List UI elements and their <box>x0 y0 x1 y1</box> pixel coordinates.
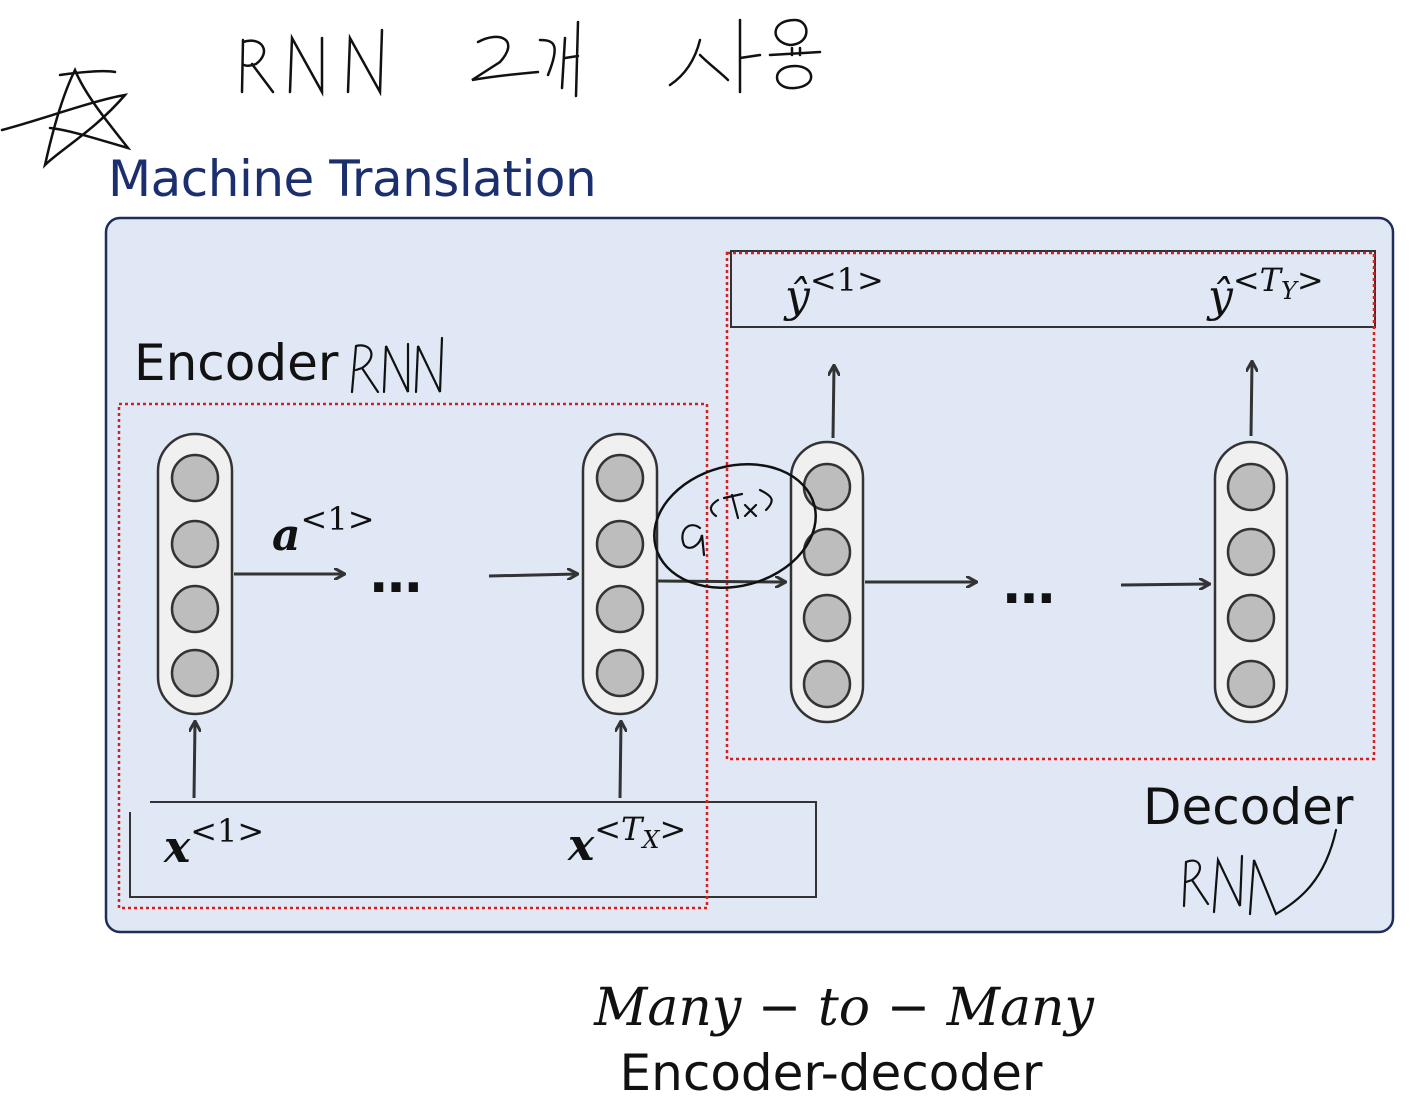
caption-math: Many − to − Many <box>594 978 1094 1038</box>
arrows <box>194 362 1252 799</box>
output-box <box>730 250 1376 328</box>
star-scribble-icon <box>0 66 132 169</box>
diagram-panel <box>104 216 1395 934</box>
encoder-rnn-unit-1 <box>156 432 234 716</box>
arrow-input-2 <box>620 722 621 799</box>
handwritten-encoder-note <box>350 336 444 394</box>
input-box <box>129 801 817 898</box>
decoder-rnn-unit-2 <box>1213 440 1289 724</box>
decoder-rnn-unit-1 <box>789 440 865 724</box>
arrow-input-1 <box>194 722 195 799</box>
encoder-ellipsis: … <box>370 545 422 605</box>
arrow-output-1 <box>833 366 834 439</box>
handwritten-decoder-note <box>1182 828 1338 916</box>
output-label-2: ŷ<TY> <box>1206 261 1324 322</box>
arrow-output-2 <box>1251 362 1252 437</box>
page-title: Machine Translation <box>108 150 597 208</box>
encoder-rnn-unit-2 <box>581 432 659 716</box>
context-circle-scribble <box>653 463 817 589</box>
handwritten-top-note <box>240 18 822 98</box>
decoder-ellipsis: … <box>1003 556 1055 616</box>
decoder-dashed-box <box>725 251 1376 761</box>
arrow-dec-hidden-2 <box>1120 584 1209 585</box>
encoder-label: Encoder <box>134 334 339 392</box>
arrow-context <box>657 581 785 582</box>
handwritten-context-note <box>681 488 773 557</box>
caption-subtitle: Encoder-decoder <box>619 1044 1043 1102</box>
encoder-dashed-box <box>117 402 709 910</box>
decoder-label: Decoder <box>1143 778 1354 836</box>
arrow-hidden-2 <box>488 574 577 576</box>
